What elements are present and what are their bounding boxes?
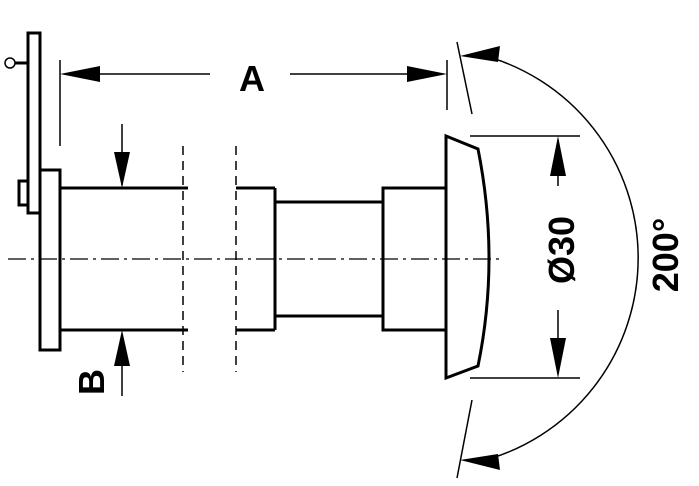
lens-head bbox=[444, 133, 491, 381]
dimension-diameter bbox=[470, 135, 580, 379]
dimension-b-label: B bbox=[71, 369, 112, 395]
sleeve bbox=[275, 200, 383, 318]
barrel-left bbox=[60, 186, 188, 332]
angle-label: 200° bbox=[645, 218, 686, 292]
dimension-angle bbox=[456, 41, 639, 479]
dimension-b bbox=[114, 124, 130, 396]
barrel-right bbox=[236, 186, 277, 332]
diameter-label: Ø30 bbox=[541, 216, 582, 284]
dimension-a-label: A bbox=[239, 58, 265, 99]
dimension-a bbox=[59, 60, 448, 146]
back-plate bbox=[4, 31, 62, 352]
